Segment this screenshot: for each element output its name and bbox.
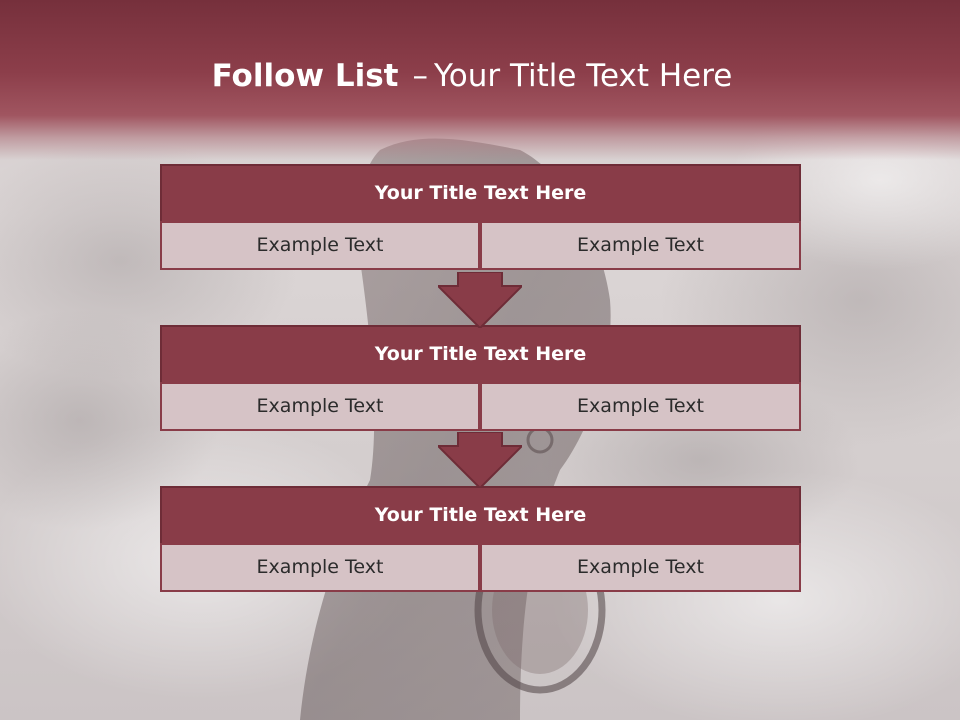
block-cell-left: Example Text <box>160 543 480 592</box>
block-cell-right: Example Text <box>480 382 801 431</box>
block-title: Your Title Text Here <box>160 486 801 545</box>
block-title: Your Title Text Here <box>160 325 801 384</box>
title-bold: Follow List <box>211 58 399 94</box>
title-separator: – <box>412 58 428 94</box>
block-cell-right: Example Text <box>480 543 801 592</box>
page-title: Follow List–Your Title Text Here <box>0 54 944 98</box>
header-band <box>0 0 960 160</box>
block-cell-right: Example Text <box>480 221 801 270</box>
block-cell-left: Example Text <box>160 221 480 270</box>
title-rest: Your Title Text Here <box>433 58 733 94</box>
down-arrow-icon <box>438 272 522 328</box>
block-cell-left: Example Text <box>160 382 480 431</box>
block-title: Your Title Text Here <box>160 164 801 223</box>
down-arrow-icon <box>438 432 522 488</box>
